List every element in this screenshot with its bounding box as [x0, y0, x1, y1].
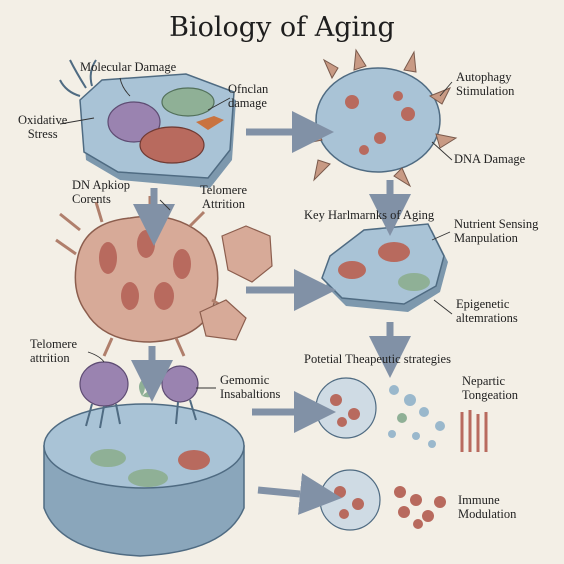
label-nepartic-tongeation: Nepartic Tongeation	[462, 374, 519, 402]
label-dna-damage: DNA Damage	[454, 152, 526, 166]
spiky-cell-top-right	[300, 48, 458, 188]
nucleus-red	[139, 126, 205, 164]
label-dn-apkiop-corents: DN Apkiop Corents	[72, 178, 130, 206]
label-key-hallmarks: Key Harlmarnks of Aging	[304, 208, 435, 222]
label-oxidative-stress: Oxidative Stress	[18, 113, 68, 141]
nucleus-green	[161, 87, 215, 117]
arrow-8	[257, 473, 342, 515]
label-autophagy-stimulation: Autophagy Stimulation	[456, 70, 515, 98]
damaged-cell-top-left	[59, 59, 236, 188]
label-telomere-attrition-top: Telomere Attrition	[200, 183, 248, 211]
label-telomere-attrition-left: Telomere attrition	[30, 337, 78, 365]
label-therapeutic-strategies: Potetial Theapeutic strategies	[304, 352, 451, 366]
blue-cell-middle-right	[321, 223, 448, 312]
label-molecular-damage: Molecular Damage	[80, 60, 177, 74]
large-cell-bottom-left	[43, 361, 245, 557]
label-ofnclan-damage: Ofnclan damage	[228, 82, 269, 110]
label-epigenetic-alterations: Epigenetic altemrations	[456, 297, 518, 325]
label-nutrient-sensing: Nutrient Sensing Manpulation	[454, 217, 539, 245]
nucleus-purple	[107, 101, 161, 143]
label-immune-modulation: Immune Modulation	[458, 493, 517, 521]
flow-arrows	[131, 111, 411, 515]
leader-lines	[59, 77, 453, 389]
pink-apoptotic-cell	[55, 196, 273, 357]
label-genomic-instabilities: Gemomic Insabaltions	[220, 373, 281, 401]
page-title: Biology of Aging	[169, 12, 395, 43]
